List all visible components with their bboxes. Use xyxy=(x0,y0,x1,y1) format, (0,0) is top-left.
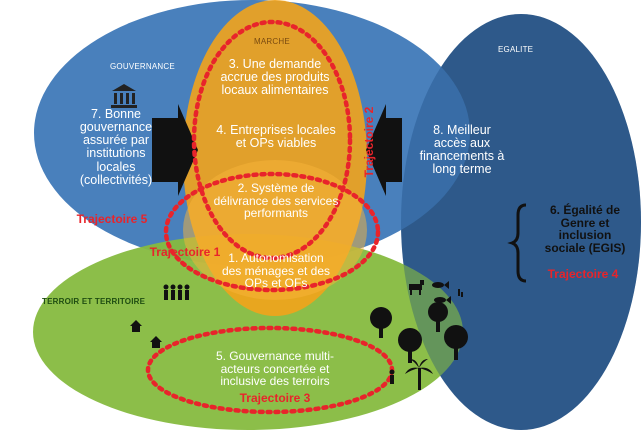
trajectory-1-label: Trajectoire 1 xyxy=(149,245,221,259)
trajectory-2-label: Trajectoire 2 xyxy=(362,106,376,178)
house-icon xyxy=(130,320,162,348)
outcome-7: 7. Bonne gouvernance assurée par institu… xyxy=(79,107,153,187)
market-lower-tint xyxy=(183,160,367,300)
people-icon xyxy=(163,284,190,300)
tree-icon xyxy=(370,302,468,363)
territory-label: TERROIR ET TERRITOIRE xyxy=(42,297,146,306)
trajectory-3-label: Trajectoire 3 xyxy=(239,391,311,405)
outcome-1: 1. Autonomisation des ménages et des OPs… xyxy=(221,251,331,291)
market-label: MARCHE xyxy=(254,37,290,46)
trajectory-1-path xyxy=(163,171,381,293)
outcome-8: 8. Meilleur accès aux financements à lon… xyxy=(419,123,505,177)
territory-circle xyxy=(33,234,463,430)
right-arrow xyxy=(366,104,402,196)
equality-label: EGALITE xyxy=(498,45,534,54)
outcome-2: 2. Système de délivrance des services pe… xyxy=(213,181,339,221)
brace-icon xyxy=(507,203,527,283)
trajectory-5-label: Trajectoire 5 xyxy=(76,212,148,226)
person-icon xyxy=(389,369,395,384)
outcome-4: 4. Entreprises locales et OPs viables xyxy=(216,123,336,151)
governance-label: GOUVERNANCE xyxy=(110,62,175,71)
trajectory-4-label: Trajectoire 4 xyxy=(547,267,619,281)
institution-icon xyxy=(111,84,137,108)
outcome-5: 5. Gouvernance multi- acteurs concertée … xyxy=(215,349,335,389)
trajectory-2-path xyxy=(191,19,353,261)
outcome-3: 3. Une demande accrue des produits locau… xyxy=(220,57,330,98)
left-arrow xyxy=(152,104,198,196)
outcome-6: 6. Égalité de Genre et inclusion sociale… xyxy=(544,203,626,255)
palm-tree-icon xyxy=(405,359,433,390)
animals-icon xyxy=(409,280,463,304)
